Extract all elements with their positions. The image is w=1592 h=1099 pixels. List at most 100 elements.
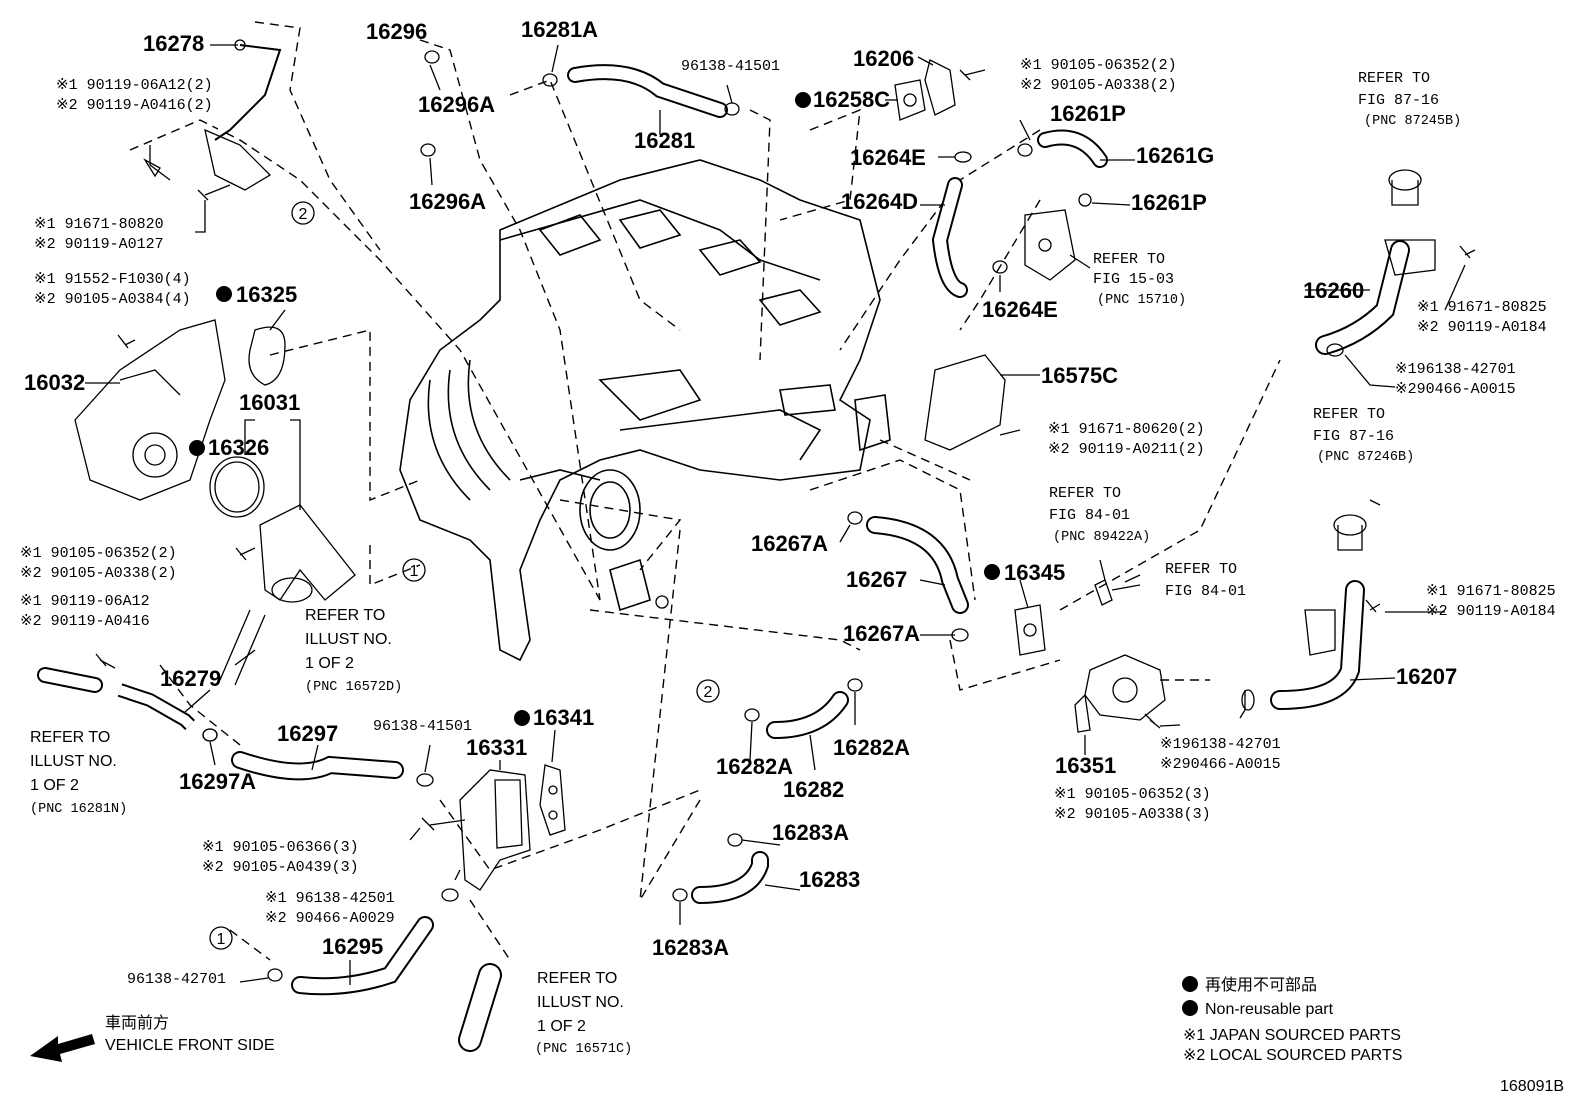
note-n14a: ※1 90105-06352(3)	[1054, 786, 1211, 803]
part-shapes	[37, 39, 1476, 1052]
note-n11a: ※1 91671-80620(2)	[1048, 421, 1205, 438]
callout-markers: 2 1 2 1	[209, 201, 720, 950]
label-16296A-1: 16296A	[418, 92, 495, 117]
refer-r7-l4: (PNC 16281N)	[30, 802, 127, 817]
legend-nonreusable-en: Non-reusable part	[1205, 1001, 1334, 1018]
label-16297: 16297	[277, 721, 338, 746]
refer-r2-l2: FIG 15-03	[1093, 271, 1174, 288]
refer-r8-l3: 1 OF 2	[537, 1018, 586, 1035]
refer-r2-l1: REFER TO	[1093, 251, 1165, 268]
callout-1-b: 1	[217, 931, 226, 948]
label-16296A-2: 16296A	[409, 189, 486, 214]
callout-2-a: 2	[299, 206, 308, 223]
label-16341: 16341	[533, 705, 594, 730]
label-16267: 16267	[846, 567, 907, 592]
note-n5b: ※2 90119-A0416	[20, 613, 150, 630]
label-96138-41501-mid: 96138-41501	[373, 718, 472, 735]
label-16264D: 16264D	[841, 189, 918, 214]
label-16267A-1: 16267A	[751, 531, 828, 556]
refer-r1-l2: FIG 87-16	[1358, 92, 1439, 109]
refer-r5-l2: FIG 84-01	[1165, 583, 1246, 600]
callout-2-b: 2	[704, 684, 713, 701]
refer-r8-l2: ILLUST NO.	[537, 994, 624, 1011]
label-16297A: 16297A	[179, 769, 256, 794]
refer-r7-l1: REFER TO	[30, 729, 110, 746]
refer-r1-l3: (PNC 87245B)	[1364, 114, 1461, 129]
label-16282A-2: 16282A	[833, 735, 910, 760]
note-n7b: ※2 90466-A0029	[265, 910, 395, 927]
refer-r3-l3: (PNC 87246B)	[1317, 450, 1414, 465]
label-96138-42701: 96138-42701	[127, 971, 226, 988]
legend-japan-sourced: ※1 JAPAN SOURCED PARTS	[1183, 1027, 1401, 1044]
refer-r1-l1: REFER TO	[1358, 70, 1430, 87]
note-n4a: ※1 90105-06352(2)	[20, 545, 177, 562]
note-n10a: ※196138-42701	[1395, 361, 1516, 378]
note-n4b: ※2 90105-A0338(2)	[20, 565, 177, 582]
note-n1b: ※2 90119-A0416(2)	[56, 97, 213, 114]
leader-lines	[85, 44, 1466, 985]
label-16206: 16206	[853, 46, 914, 71]
label-16264E-2: 16264E	[982, 297, 1058, 322]
note-n2a: ※1 91671-80820	[34, 216, 164, 233]
label-16261G: 16261G	[1136, 143, 1214, 168]
note-n3b: ※2 90105-A0384(4)	[34, 291, 191, 308]
refer-r6-l2: ILLUST NO.	[305, 631, 392, 648]
refer-r3-l1: REFER TO	[1313, 406, 1385, 423]
spec-notes: ※1 90119-06A12(2) ※2 90119-A0416(2) ※1 9…	[20, 57, 1556, 927]
refer-r6-l1: REFER TO	[305, 607, 385, 624]
note-n5a: ※1 90119-06A12	[20, 593, 150, 610]
label-16264E-1: 16264E	[850, 145, 926, 170]
label-16345: 16345	[1004, 560, 1065, 585]
refer-r7-l2: ILLUST NO.	[30, 753, 117, 770]
note-n12b: ※2 90119-A0184	[1426, 603, 1556, 620]
front-arrow-icon	[30, 1034, 95, 1062]
label-16261P-2: 16261P	[1131, 190, 1207, 215]
refer-r5-l1: REFER TO	[1165, 561, 1237, 578]
label-16283A-2: 16283A	[652, 935, 729, 960]
label-16325: 16325	[236, 282, 297, 307]
label-16282: 16282	[783, 777, 844, 802]
legend: 再使用不可部品 Non-reusable part ※1 JAPAN SOURC…	[1183, 976, 1402, 1064]
note-n8a: ※1 90105-06352(2)	[1020, 57, 1177, 74]
diagram-id: 168091B	[1500, 1078, 1564, 1095]
vehicle-front-indicator: 車両前方 VEHICLE FRONT SIDE	[30, 1014, 275, 1062]
label-16032: 16032	[24, 370, 85, 395]
label-16351: 16351	[1055, 753, 1116, 778]
note-n8b: ※2 90105-A0338(2)	[1020, 77, 1177, 94]
label-16296: 16296	[366, 19, 427, 44]
note-n6b: ※2 90105-A0439(3)	[202, 859, 359, 876]
engine-outline	[399, 159, 891, 662]
note-n3a: ※1 91552-F1030(4)	[34, 271, 191, 288]
direction-jp: 車両前方	[105, 1014, 169, 1032]
direction-en: VEHICLE FRONT SIDE	[105, 1037, 275, 1054]
refer-r6-l3: 1 OF 2	[305, 655, 354, 672]
label-16278: 16278	[143, 31, 204, 56]
note-n11b: ※2 90119-A0211(2)	[1048, 441, 1205, 458]
label-16295: 16295	[322, 934, 383, 959]
refer-r3-l2: FIG 87-16	[1313, 428, 1394, 445]
legend-local-sourced: ※2 LOCAL SOURCED PARTS	[1183, 1047, 1402, 1064]
refer-blocks: REFER TO FIG 87-16 (PNC 87245B) REFER TO…	[30, 70, 1461, 1057]
note-n13b: ※290466-A0015	[1160, 756, 1281, 773]
label-16326: 16326	[208, 435, 269, 460]
legend-nonreusable-jp: 再使用不可部品	[1205, 976, 1317, 994]
refer-r4-l2: FIG 84-01	[1049, 507, 1130, 524]
label-16260: 16260	[1303, 278, 1364, 303]
label-16267A-2: 16267A	[843, 621, 920, 646]
label-16207: 16207	[1396, 664, 1457, 689]
note-n1a: ※1 90119-06A12(2)	[56, 77, 213, 94]
note-n10b: ※290466-A0015	[1395, 381, 1516, 398]
refer-r8-l1: REFER TO	[537, 970, 617, 987]
label-16281: 16281	[634, 128, 695, 153]
refer-r4-l3: (PNC 89422A)	[1053, 530, 1150, 545]
part-labels: 16278 16296 16296A 16296A 16281A 16281 9…	[24, 17, 1457, 988]
refer-r6-l4: (PNC 16572D)	[305, 680, 402, 695]
label-16283A-1: 16283A	[772, 820, 849, 845]
note-n14b: ※2 90105-A0338(3)	[1054, 806, 1211, 823]
note-n13a: ※196138-42701	[1160, 736, 1281, 753]
note-n7a: ※1 96138-42501	[265, 890, 395, 907]
note-n9a: ※1 91671-80825	[1417, 299, 1547, 316]
label-16279: 16279	[160, 666, 221, 691]
label-16283: 16283	[799, 867, 860, 892]
note-n2b: ※2 90119-A0127	[34, 236, 164, 253]
